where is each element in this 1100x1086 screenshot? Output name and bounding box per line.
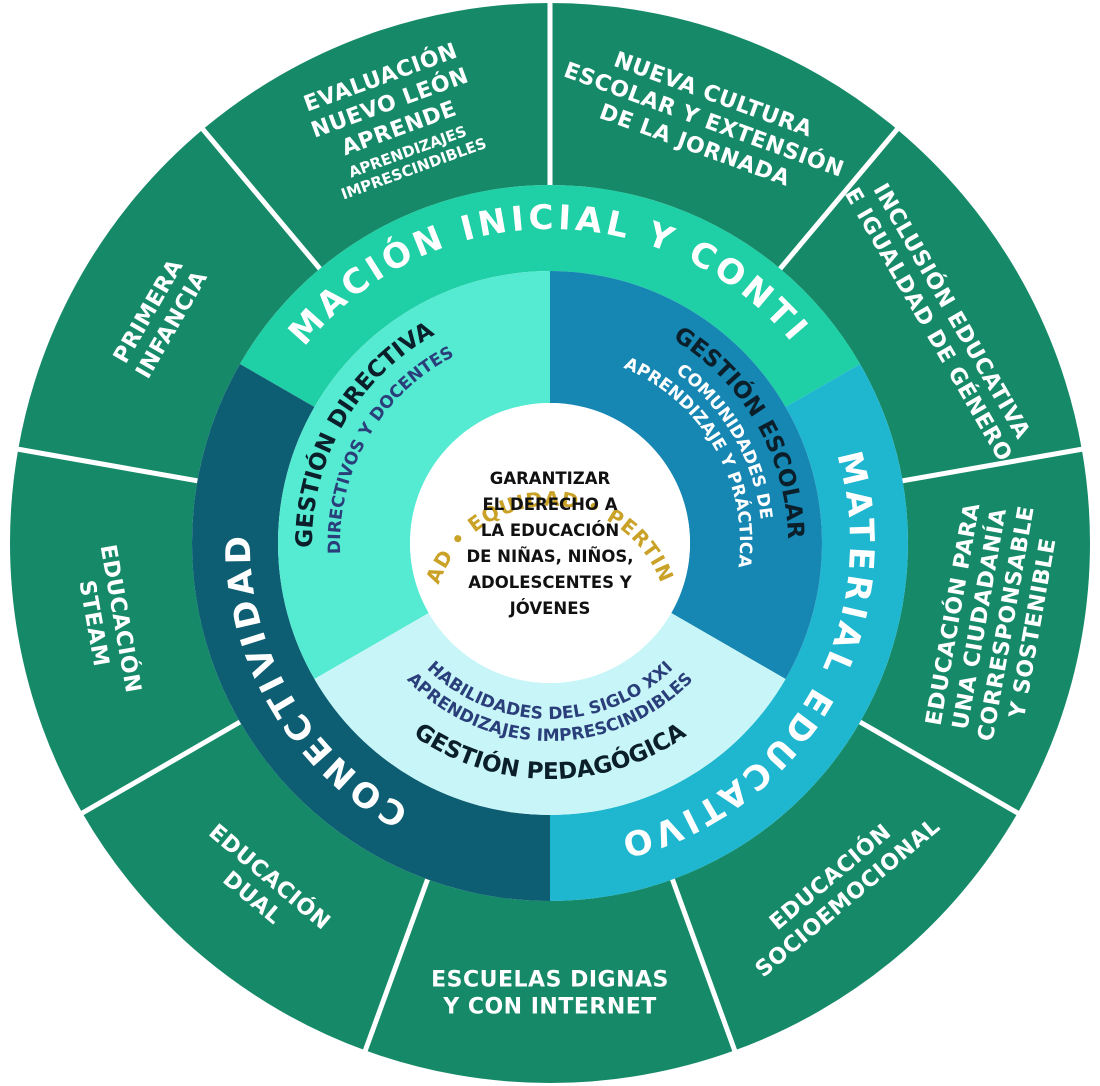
outer-sector — [860, 449, 1091, 813]
outer-sector — [365, 879, 735, 1083]
outer-sector — [202, 3, 550, 269]
outer-sector — [550, 3, 898, 269]
outer-sector — [82, 722, 428, 1051]
outer-sector — [9, 449, 240, 813]
outer-sector-line: Y CON INTERNET — [442, 994, 657, 1019]
pillar-segment — [314, 613, 786, 816]
center-circle — [410, 403, 690, 683]
sector-divider — [858, 719, 1021, 817]
center-line: ADOLESCENTES Y — [468, 573, 633, 592]
center-line: LA EDUCACIÓN — [481, 521, 619, 540]
sector-divider — [199, 126, 322, 271]
sector-divider — [79, 719, 242, 817]
outer-sector-line: ESCUELAS DIGNAS — [431, 967, 669, 992]
center-line: GARANTIZAR — [490, 469, 611, 488]
pillar-segment — [550, 271, 823, 679]
sector-divider — [778, 126, 901, 271]
pillar-segment — [277, 271, 550, 679]
center-statement: GARANTIZAR EL DERECHO A LA EDUCACIÓN DE NIÑ… — [466, 469, 633, 618]
outer-sector — [672, 722, 1018, 1051]
sector-divider — [362, 878, 430, 1054]
center-line: DE NIÑAS, NIÑOS, — [466, 547, 633, 566]
ring-segment — [550, 364, 909, 901]
center-line: EL DERECHO A — [483, 495, 618, 514]
ring-segment — [191, 364, 551, 902]
outer-sector — [18, 129, 320, 481]
sector-divider — [902, 446, 1085, 484]
sector-divider — [15, 446, 198, 484]
outer-sector — [780, 129, 1082, 481]
ring-segment — [239, 184, 861, 407]
center-line: JÓVENES — [509, 599, 591, 618]
sector-divider — [670, 878, 738, 1054]
